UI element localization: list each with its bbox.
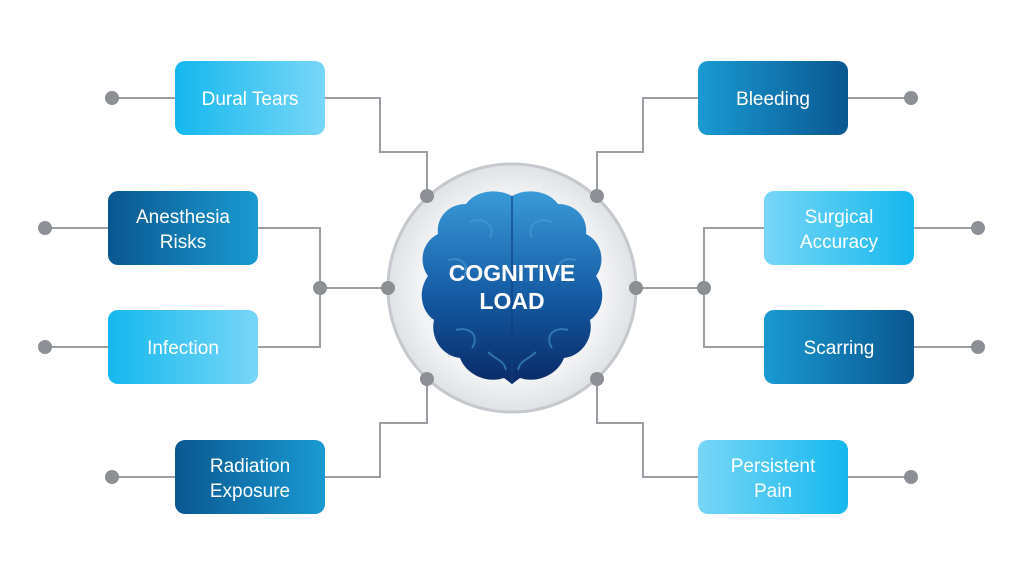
node-label-line1: Radiation bbox=[210, 456, 290, 477]
node-label: Bleeding bbox=[736, 89, 810, 110]
node-label: Infection bbox=[147, 338, 219, 359]
center-title-line1: COGNITIVE bbox=[449, 260, 576, 286]
node-label: Dural Tears bbox=[202, 89, 299, 110]
node-label-line1: Anesthesia bbox=[136, 207, 230, 228]
node-infection: Infection bbox=[108, 310, 258, 384]
node-label-line1: Persistent bbox=[731, 456, 816, 477]
node-bleeding: Bleeding bbox=[698, 61, 848, 135]
node-label: Scarring bbox=[804, 338, 875, 359]
node-anesthesia-risks: Anesthesia Risks bbox=[108, 191, 258, 265]
node-surgical-accuracy: Surgical Accuracy bbox=[764, 191, 914, 265]
center-hub: COGNITIVE LOAD bbox=[381, 162, 643, 414]
node-label-line1: Surgical bbox=[805, 207, 874, 228]
node-radiation-exposure: Radiation Exposure bbox=[175, 440, 325, 514]
center-title-line2: LOAD bbox=[479, 288, 544, 314]
node-persistent-pain: Persistent Pain bbox=[698, 440, 848, 514]
node-label-line2: Risks bbox=[160, 232, 206, 253]
node-dural-tears: Dural Tears bbox=[175, 61, 325, 135]
node-label-line2: Pain bbox=[754, 481, 792, 502]
brain-icon bbox=[421, 191, 603, 384]
node-scarring: Scarring bbox=[764, 310, 914, 384]
node-label-line2: Exposure bbox=[210, 481, 290, 502]
connector-dots bbox=[38, 91, 985, 484]
node-label-line2: Accuracy bbox=[800, 232, 879, 253]
